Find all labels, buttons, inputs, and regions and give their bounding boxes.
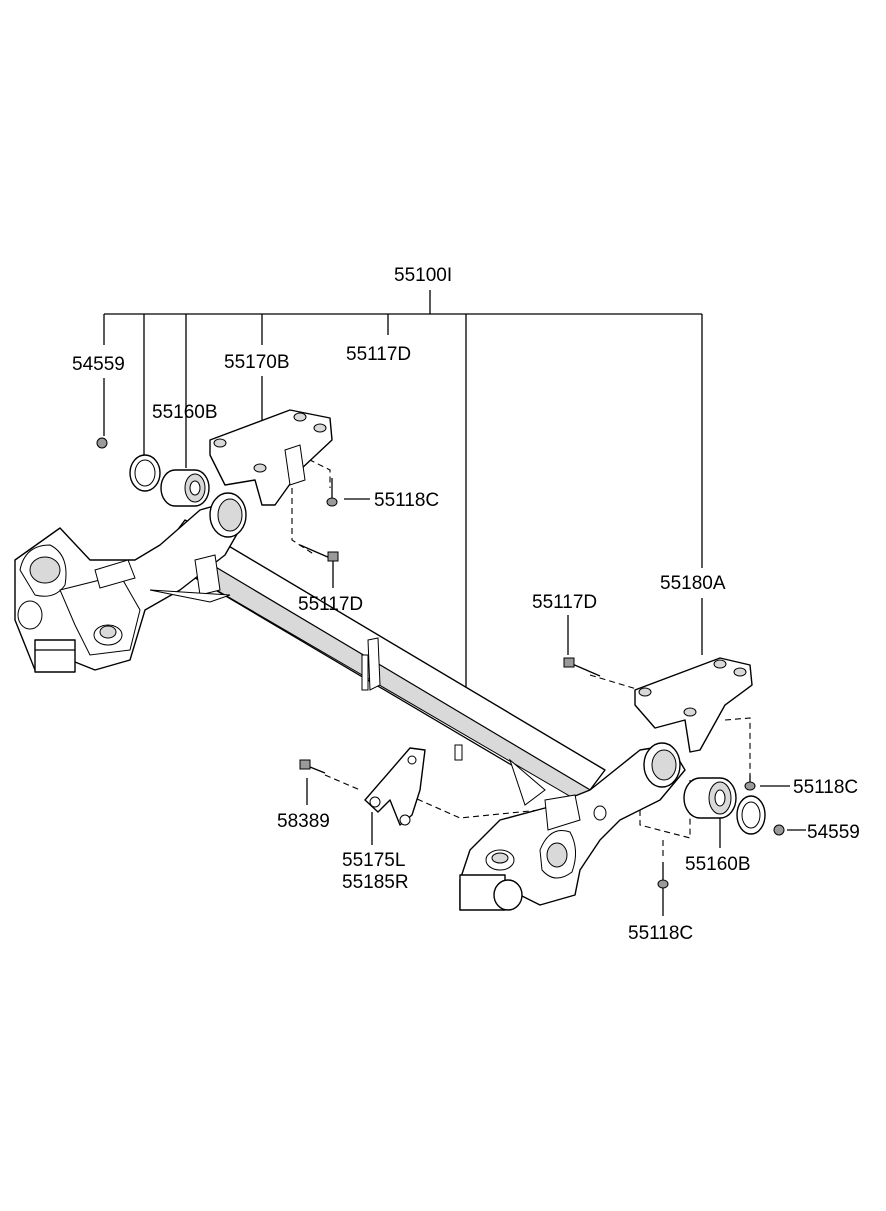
right-trailing-arm [459,742,686,911]
leader-lines [103,290,806,916]
bracket-55175l-55185r [364,747,426,826]
label-55118c-right: 55118C [793,777,858,798]
label-55100i: 55100I [394,265,452,286]
label-55117d-top: 55117D [346,344,411,365]
center-brackets [361,637,463,761]
label-55118c-right-lower: 55118C [628,923,693,944]
fasteners [299,478,756,889]
bushing-right-parts [683,777,785,836]
label-55170b: 55170B [224,352,290,373]
bushing-left-parts [96,437,210,507]
label-55160b-right: 55160B [685,854,751,875]
label-58389: 58389 [277,811,330,832]
label-54559-left: 54559 [72,354,125,375]
bracket-55180a [634,657,753,753]
label-55118c-left: 55118C [374,490,439,511]
label-55180a: 55180A [660,573,726,594]
axle-beam [164,519,606,806]
left-trailing-arm [14,492,247,673]
label-55117d-left-lower: 55117D [298,594,363,615]
label-55185r: 55185R [342,872,409,893]
label-55117d-right: 55117D [532,592,597,613]
label-55175l: 55175L [342,850,405,871]
dashed-alignment-lines [291,454,751,860]
label-55160b-left: 55160B [152,402,218,423]
bracket-55170b [209,409,333,506]
label-54559-right: 54559 [807,822,860,843]
